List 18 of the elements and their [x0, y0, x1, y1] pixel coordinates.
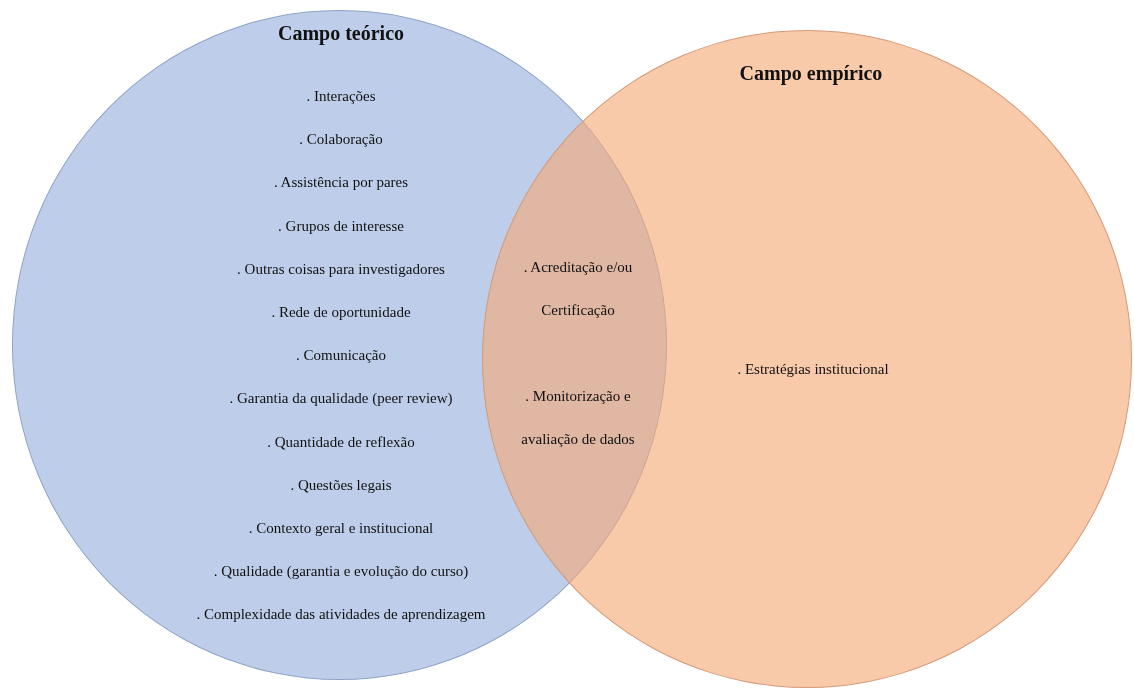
list-item: . Questões legais — [290, 476, 392, 494]
list-item: . Assistência por pares — [273, 173, 409, 191]
list-item: . Qualidade (garantia e evolução do curso) — [213, 562, 469, 580]
list-item: . Garantia da qualidade (peer review) — [229, 389, 453, 407]
list-item: . Contexto geral e institucional — [248, 519, 434, 537]
list-item: . Grupos de interesse — [278, 217, 404, 235]
list-item: . Quantidade de reflexão — [267, 433, 415, 451]
list-item: . Interações — [306, 87, 376, 105]
list-item: . Rede de oportunidade — [271, 303, 411, 321]
list-item: . Estratégias institucional — [737, 360, 889, 378]
circle-heading: Campo teórico — [277, 21, 405, 45]
overlap-item: . Acreditação e/ou Certificação — [522, 258, 634, 320]
circle-heading: Campo empírico — [739, 61, 883, 85]
list-item: . Colaboração — [299, 130, 383, 148]
list-item: . Comunicação — [296, 346, 386, 364]
overlap-item: . Monitorização e avaliação de dados — [520, 387, 636, 449]
list-item: . Complexidade das atividades de aprendizagem — [196, 605, 486, 623]
list-item: . Outras coisas para investigadores — [237, 260, 445, 278]
